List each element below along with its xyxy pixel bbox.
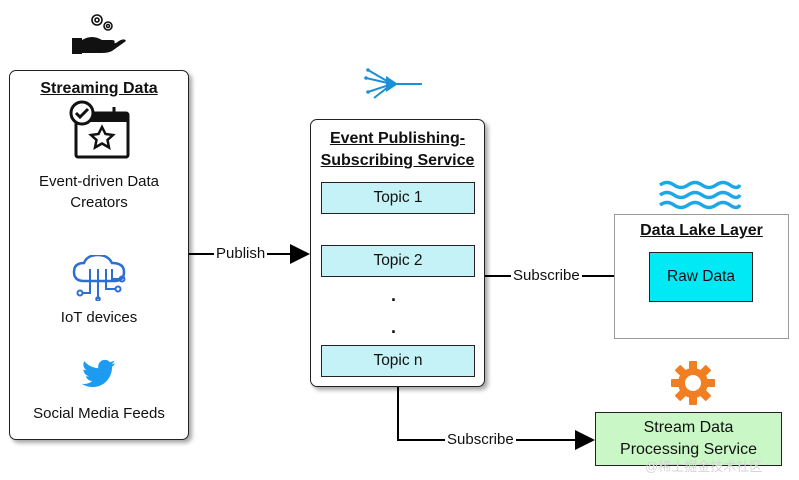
social-media-feeds-label: Social Media Feeds (33, 405, 165, 422)
event-hub-icon (364, 68, 422, 99)
ellipsis-dot-1: . (391, 285, 397, 305)
ellipsis-dot-2: . (391, 317, 397, 337)
managed-service-hand-icon (72, 14, 126, 54)
water-waves-icon (658, 180, 742, 210)
subscribe-processing-arrow (397, 386, 595, 450)
event-pubsub-title: Event Publishing-Subscribing Service (320, 130, 475, 169)
iot-devices-label: IoT devices (60, 309, 138, 326)
raw-data-box: Raw Data (649, 252, 753, 302)
gear-icon (671, 361, 715, 405)
event-pubsub-service-panel: Event Publishing-Subscribing Service Top… (310, 119, 485, 387)
streaming-data-title: Streaming Data (40, 80, 158, 97)
stream-processing-service-box: Stream Data Processing Service (595, 412, 782, 466)
publish-label: Publish (214, 245, 268, 262)
topic-2: Topic 2 (321, 245, 475, 277)
subscribe-lake-label: Subscribe (511, 267, 582, 284)
subscribe-processing-label: Subscribe (445, 431, 516, 448)
streaming-data-panel: Streaming Data Event-driven Data Creator… (9, 70, 189, 440)
watermark: @稀土掘金技术社区 (645, 459, 763, 474)
event-driven-creators-label: Event-driven Data Creators (38, 173, 160, 211)
data-lake-title: Data Lake Layer (640, 222, 763, 239)
topic-1: Topic 1 (321, 182, 475, 214)
stream-processing-label: Stream Data Processing Service (620, 419, 757, 458)
calendar-event-icon (69, 100, 130, 159)
topic-n: Topic n (321, 345, 475, 377)
iot-cloud-icon (72, 255, 126, 301)
twitter-bird-icon (82, 359, 116, 388)
data-lake-layer-panel: Data Lake Layer Raw Data (614, 214, 789, 339)
